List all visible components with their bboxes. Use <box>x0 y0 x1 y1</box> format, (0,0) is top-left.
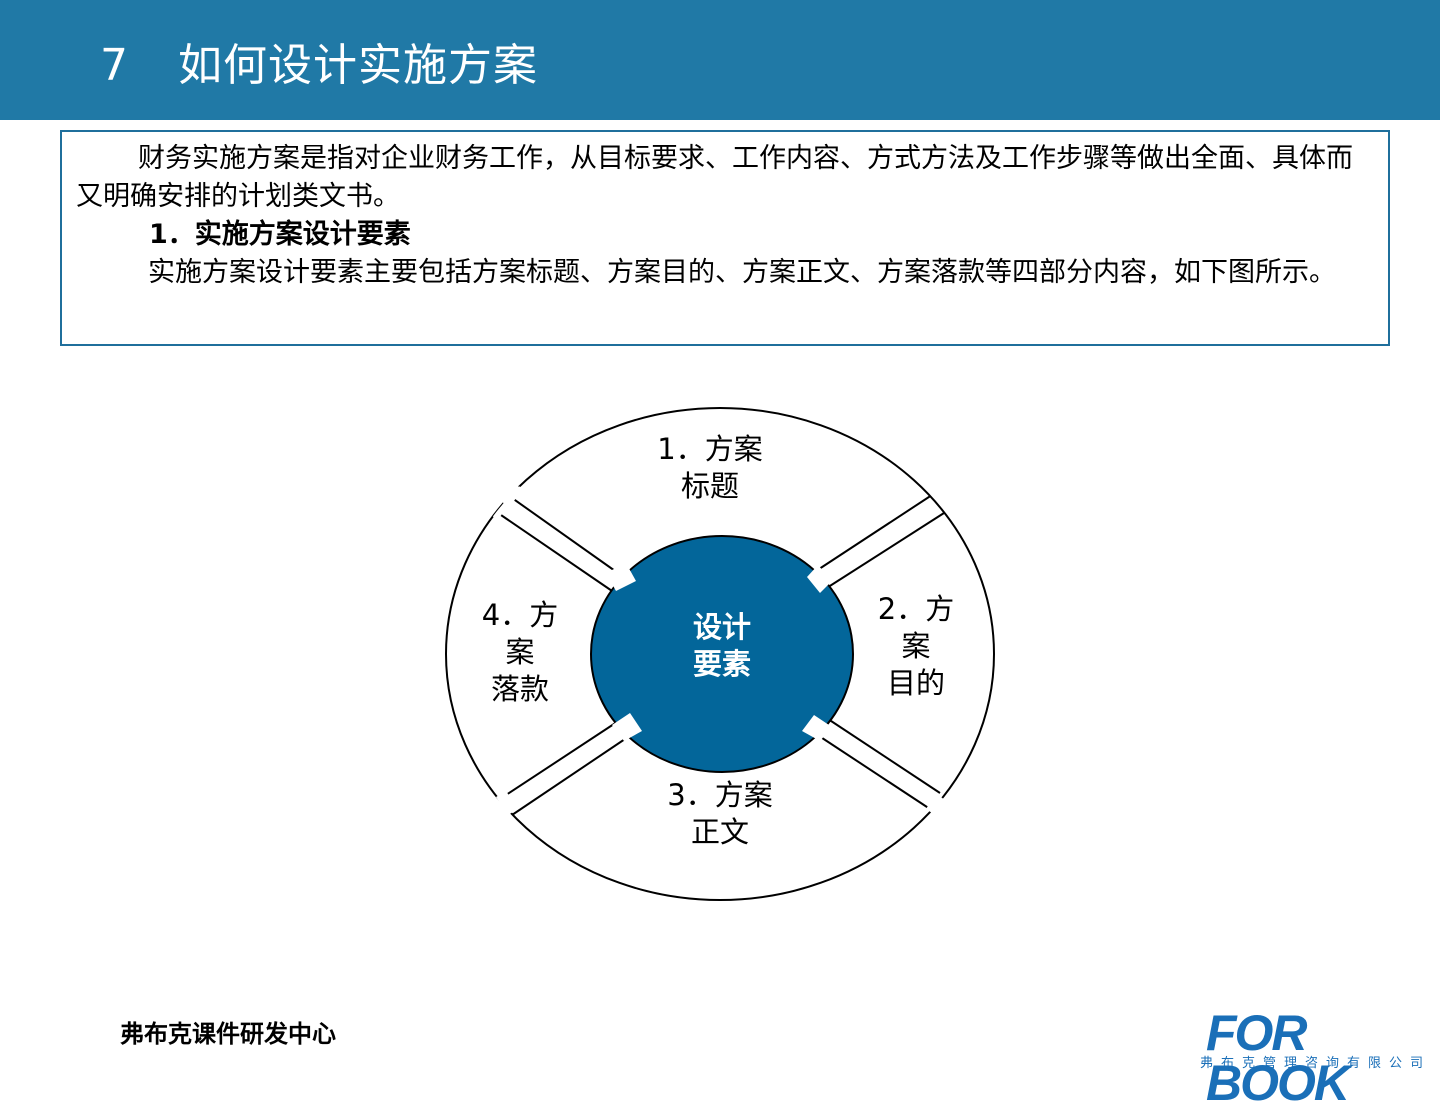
segment-purpose-line2: 案 <box>901 629 931 663</box>
segment-title-line2: 标题 <box>680 469 739 503</box>
footer-center-name: 弗布克课件研发中心 <box>120 1020 336 1048</box>
slide-title: 如何设计实施方案 <box>178 40 538 91</box>
segment-signature: 4．方 案 落款 <box>470 597 570 708</box>
elements-paragraph: 实施方案设计要素主要包括方案标题、方案目的、方案正文、方案落款等四部分内容，如下… <box>148 257 1336 288</box>
segment-title: 1．方案 标题 <box>630 431 790 505</box>
segment-signature-line2: 案 <box>505 635 535 669</box>
description-box: 财务实施方案是指对企业财务工作，从目标要求、工作内容、方式方法及工作步骤等做出全… <box>60 130 1390 346</box>
segment-body: 3．方案 正文 <box>640 777 800 851</box>
segment-purpose-line1: 2．方 <box>877 592 955 626</box>
center-label-line1: 设计 <box>692 610 751 644</box>
company-logo: FOR BOOK 弗布克管理咨询有限公司 <box>1196 1008 1440 1108</box>
center-label-line2: 要素 <box>692 647 751 681</box>
center-label: 设计 要素 <box>662 609 782 683</box>
section-number: 7 <box>100 40 128 91</box>
segment-purpose-line3: 目的 <box>886 666 945 700</box>
segment-body-line2: 正文 <box>690 815 749 849</box>
logo-subtitle: 弗布克管理咨询有限公司 <box>1200 1056 1432 1071</box>
segment-signature-line3: 落款 <box>490 672 549 706</box>
intro-paragraph: 财务实施方案是指对企业财务工作，从目标要求、工作内容、方式方法及工作步骤等做出全… <box>76 143 1353 212</box>
slide-header: 7 如何设计实施方案 <box>0 0 1440 120</box>
segment-body-line1: 3．方案 <box>667 778 773 812</box>
ring-diagram-graphic <box>445 407 995 901</box>
segment-signature-line1: 4．方 <box>481 598 559 632</box>
section-heading: 1．实施方案设计要素 <box>149 219 411 250</box>
center-circle <box>590 535 854 773</box>
design-elements-diagram: 设计 要素 1．方案 标题 2．方 案 目的 3．方案 正文 4．方 案 落款 <box>430 395 1010 915</box>
segment-title-line1: 1．方案 <box>657 432 763 466</box>
segment-purpose: 2．方 案 目的 <box>866 591 966 702</box>
